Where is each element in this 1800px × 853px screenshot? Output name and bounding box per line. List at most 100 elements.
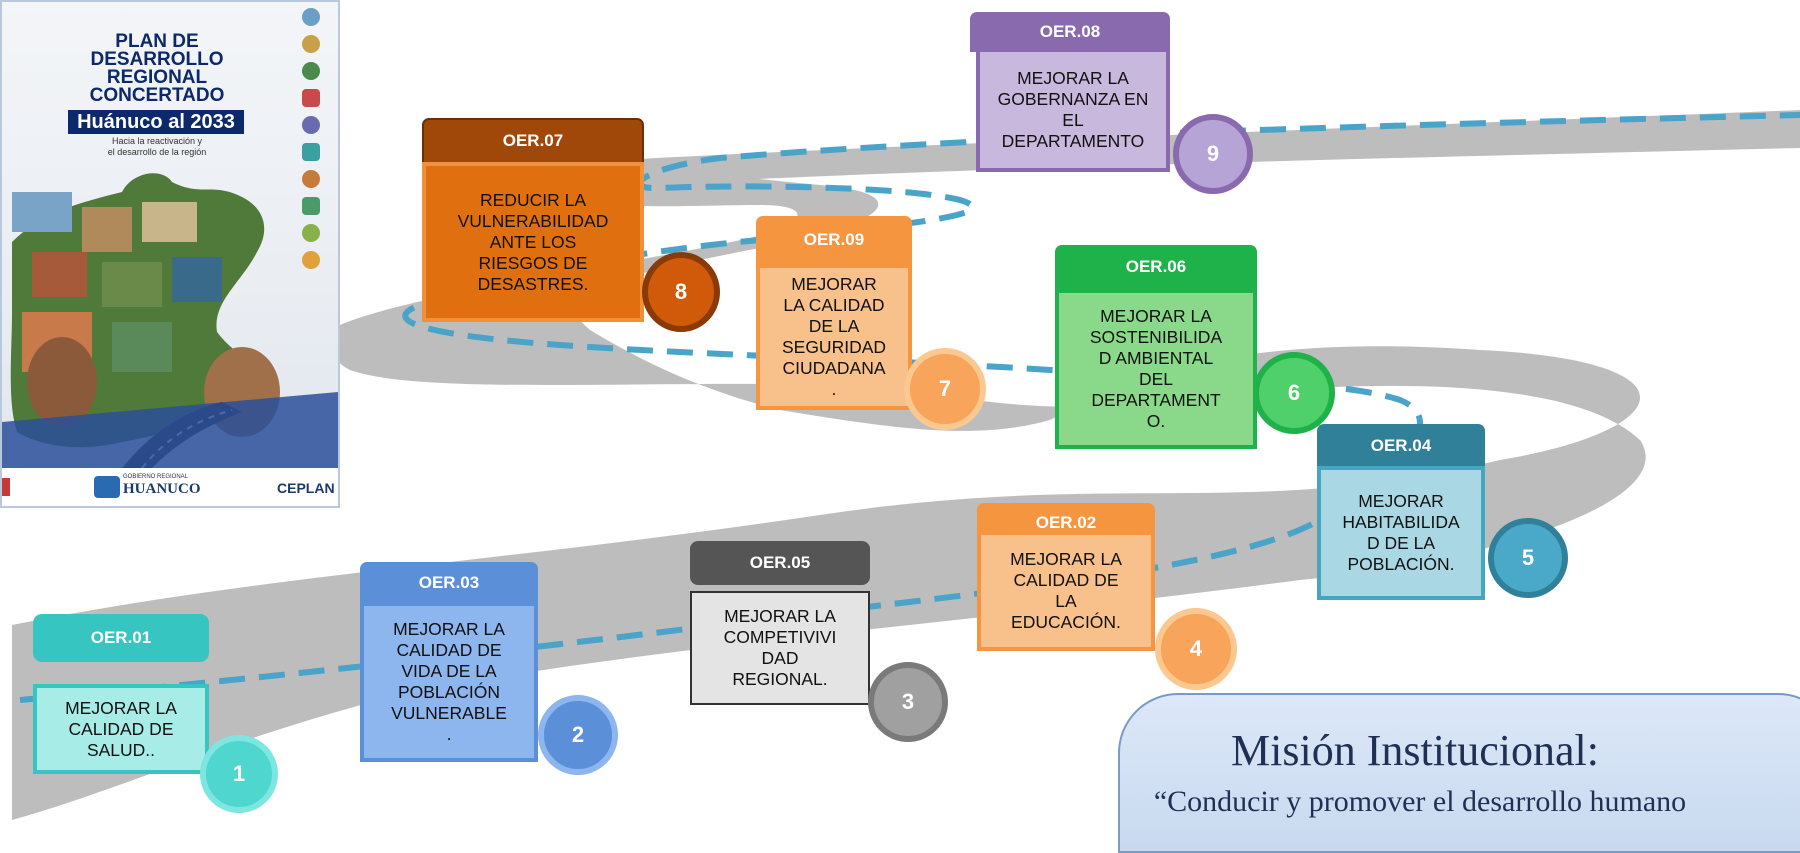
objective-line: MEJORAR LA bbox=[1100, 306, 1212, 326]
mission-title: Misión Institucional: bbox=[1231, 726, 1599, 775]
cover-footer: GOBIERNO REGIONAL HUANUCO CEPLAN bbox=[2, 468, 338, 506]
objective-line: VULNERABILIDAD bbox=[457, 210, 609, 231]
cover-tagline-line: Hacia la reactivación y bbox=[111, 136, 203, 146]
objective-line: HABITABILIDA bbox=[1342, 512, 1460, 532]
mission-panel: Misión Institucional: “Conducir y promov… bbox=[1118, 693, 1800, 853]
objective-code: OER.03 bbox=[360, 562, 538, 604]
emblem-icon bbox=[302, 224, 320, 242]
objective-line: REGIONAL. bbox=[732, 669, 828, 689]
objective-line: MEJORAR LA bbox=[65, 697, 177, 718]
objective-line: VULNERABLE bbox=[391, 703, 507, 723]
objective-code: OER.08 bbox=[970, 12, 1170, 52]
province-emblems bbox=[302, 4, 326, 278]
objective-line: O. bbox=[1146, 411, 1166, 431]
cover-title-line: DESARROLLO bbox=[90, 49, 224, 70]
objective-line: CIUDADANA bbox=[782, 358, 886, 378]
step-number-4: 4 bbox=[1155, 608, 1237, 690]
step-number-1: 1 bbox=[200, 735, 278, 813]
plan-cover: PLAN DE DESARROLLO REGIONAL CONCERTADO H… bbox=[0, 0, 340, 508]
emblem-icon bbox=[302, 170, 320, 188]
objective-line: DEPARTAMENT bbox=[1091, 390, 1221, 410]
cover-logo-center: HUANUCO bbox=[123, 481, 201, 497]
objective-line: DEL bbox=[1138, 369, 1174, 389]
objective-line: DAD bbox=[761, 648, 799, 668]
objective-line: . bbox=[446, 724, 452, 744]
step-number-8: 8 bbox=[642, 252, 720, 332]
objective-line: LA CALIDAD bbox=[783, 295, 885, 315]
objective-line: MEJORAR LA bbox=[1010, 549, 1122, 569]
objective-line: D DE LA bbox=[1366, 533, 1436, 553]
objective-code: OER.01 bbox=[33, 614, 209, 662]
cover-title-line: CONCERTADO bbox=[89, 85, 225, 106]
objective-line: MEJORAR LA bbox=[1017, 68, 1129, 88]
mission-text: “Conducir y promover el desarrollo human… bbox=[1153, 785, 1687, 818]
step-number-3: 3 bbox=[868, 662, 948, 742]
objective-code: OER.05 bbox=[690, 541, 870, 585]
objective-line: D AMBIENTAL bbox=[1098, 348, 1214, 368]
cover-title-line: PLAN DE bbox=[115, 31, 199, 52]
objective-line: DE LA bbox=[808, 316, 860, 336]
objective-line: DEPARTAMENTO bbox=[1001, 131, 1145, 151]
objective-line: EL bbox=[1062, 110, 1084, 130]
objective-line: POBLACIÓN. bbox=[1347, 554, 1455, 574]
objective-code: OER.06 bbox=[1055, 245, 1257, 289]
objective-line: EDUCACIÓN. bbox=[1011, 612, 1121, 632]
objective-line: MEJORAR LA bbox=[724, 606, 836, 626]
emblem-icon bbox=[302, 89, 320, 107]
objective-code: OER.04 bbox=[1317, 424, 1485, 468]
cover-title-line: REGIONAL bbox=[106, 67, 208, 88]
cover-tagline: Hacia la reactivación y el desarrollo de… bbox=[72, 136, 242, 158]
objective-line: POBLACIÓN bbox=[397, 682, 501, 702]
step-number-2: 2 bbox=[538, 695, 618, 775]
step-number-9: 9 bbox=[1173, 114, 1253, 194]
objective-line: LA bbox=[1055, 591, 1077, 611]
objective-code: OER.09 bbox=[756, 216, 912, 264]
objective-line: MEJORAR bbox=[791, 274, 877, 294]
objective-line: SOSTENIBILIDA bbox=[1089, 327, 1223, 347]
emblem-icon bbox=[302, 62, 320, 80]
step-number-5: 5 bbox=[1488, 518, 1568, 598]
objective-line: . bbox=[831, 379, 837, 399]
objective-line: MEJORAR LA bbox=[393, 619, 505, 639]
cover-subtitle: Huánuco al 2033 bbox=[68, 110, 244, 134]
objective-line: VIDA DE LA bbox=[401, 661, 497, 681]
cover-logo-caption: GOBIERNO REGIONAL bbox=[123, 474, 189, 480]
cover-logo-right: CEPLAN bbox=[277, 480, 335, 496]
emblem-icon bbox=[302, 197, 320, 215]
objective-line: ANTE LOS bbox=[489, 231, 577, 252]
cover-tagline-line: el desarrollo de la región bbox=[107, 147, 207, 157]
objective-line: DESASTRES. bbox=[477, 273, 589, 294]
footer-mark-icon bbox=[2, 478, 10, 496]
objective-code: OER.07 bbox=[422, 118, 644, 164]
step-number-6: 6 bbox=[1253, 352, 1335, 434]
objective-line: CALIDAD DE bbox=[68, 718, 174, 739]
objective-line: MEJORAR bbox=[1358, 491, 1444, 511]
emblem-icon bbox=[302, 116, 320, 134]
emblem-icon bbox=[302, 35, 320, 53]
step-number-7: 7 bbox=[904, 348, 986, 430]
objective-line: CALIDAD DE bbox=[1013, 570, 1119, 590]
objective-line: SEGURIDAD bbox=[781, 337, 887, 357]
objective-line: GOBERNANZA EN bbox=[997, 89, 1149, 109]
objective-line: REDUCIR LA bbox=[480, 189, 586, 210]
objective-line: CALIDAD DE bbox=[396, 640, 502, 660]
emblem-icon bbox=[302, 8, 320, 26]
objective-line: SALUD.. bbox=[86, 739, 156, 760]
